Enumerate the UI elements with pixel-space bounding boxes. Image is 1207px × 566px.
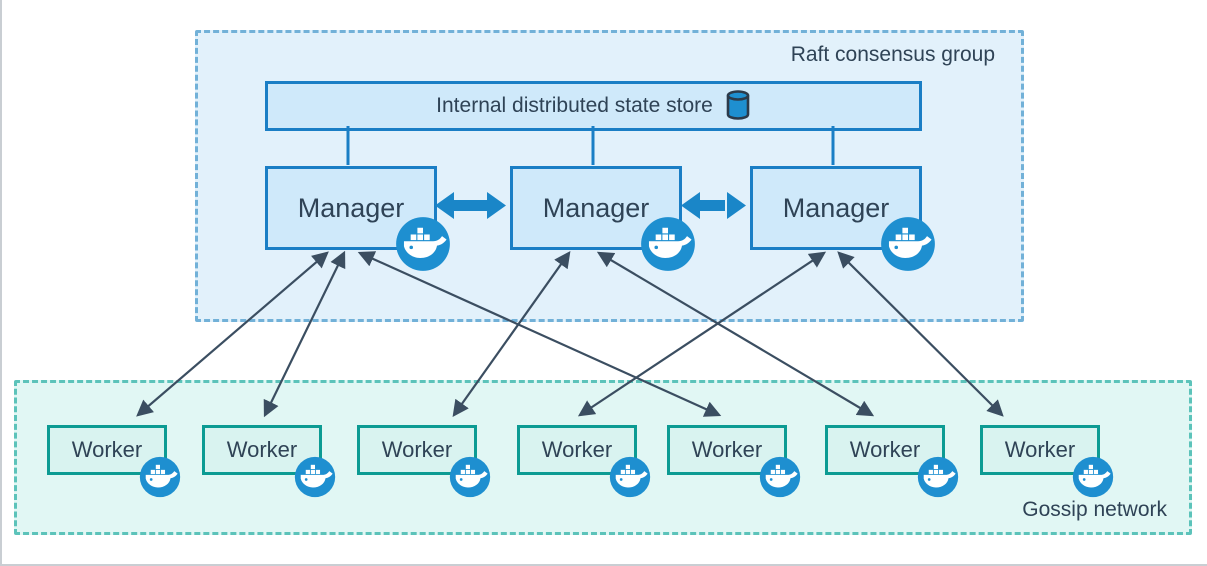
- database-cylinder-icon: [726, 90, 750, 120]
- gossip-network-group: Gossip network Worker Worker Worker Work…: [14, 380, 1192, 535]
- docker-whale-icon: [609, 456, 651, 498]
- worker-label: Worker: [849, 437, 921, 462]
- docker-whale-icon: [1072, 456, 1114, 498]
- worker-node-1: Worker: [47, 425, 181, 498]
- worker-label: Worker: [381, 437, 453, 462]
- raft-consensus-group: Raft consensus group Internal distribute…: [195, 30, 1024, 322]
- worker-node-3: Worker: [357, 425, 491, 498]
- worker-node-5: Worker: [667, 425, 801, 498]
- worker-node-6: Worker: [825, 425, 959, 498]
- worker-label: Worker: [1004, 437, 1076, 462]
- manager-label: Manager: [542, 192, 650, 223]
- worker-label: Worker: [226, 437, 298, 462]
- gossip-network-label: Gossip network: [1022, 498, 1167, 521]
- worker-label: Worker: [71, 437, 143, 462]
- manager-label: Manager: [297, 192, 405, 223]
- state-store-box: Internal distributed state store: [265, 81, 922, 131]
- docker-whale-icon: [139, 456, 181, 498]
- worker-node-7: Worker: [980, 425, 1114, 498]
- docker-whale-icon: [294, 456, 336, 498]
- docker-whale-icon: [641, 217, 695, 271]
- docker-whale-icon: [449, 456, 491, 498]
- worker-node-2: Worker: [202, 425, 336, 498]
- worker-label: Worker: [541, 437, 613, 462]
- worker-label: Worker: [691, 437, 763, 462]
- docker-whale-icon: [396, 217, 450, 271]
- worker-node-4: Worker: [517, 425, 651, 498]
- docker-whale-icon: [881, 217, 935, 271]
- manager-node-1: Manager: [265, 166, 450, 271]
- state-store-label: Internal distributed state store: [436, 94, 713, 117]
- manager-node-2: Manager: [510, 166, 695, 271]
- raft-group-label: Raft consensus group: [790, 43, 995, 66]
- docker-whale-icon: [917, 456, 959, 498]
- manager-node-3: Manager: [750, 166, 935, 271]
- docker-whale-icon: [759, 456, 801, 498]
- manager-label: Manager: [782, 192, 890, 223]
